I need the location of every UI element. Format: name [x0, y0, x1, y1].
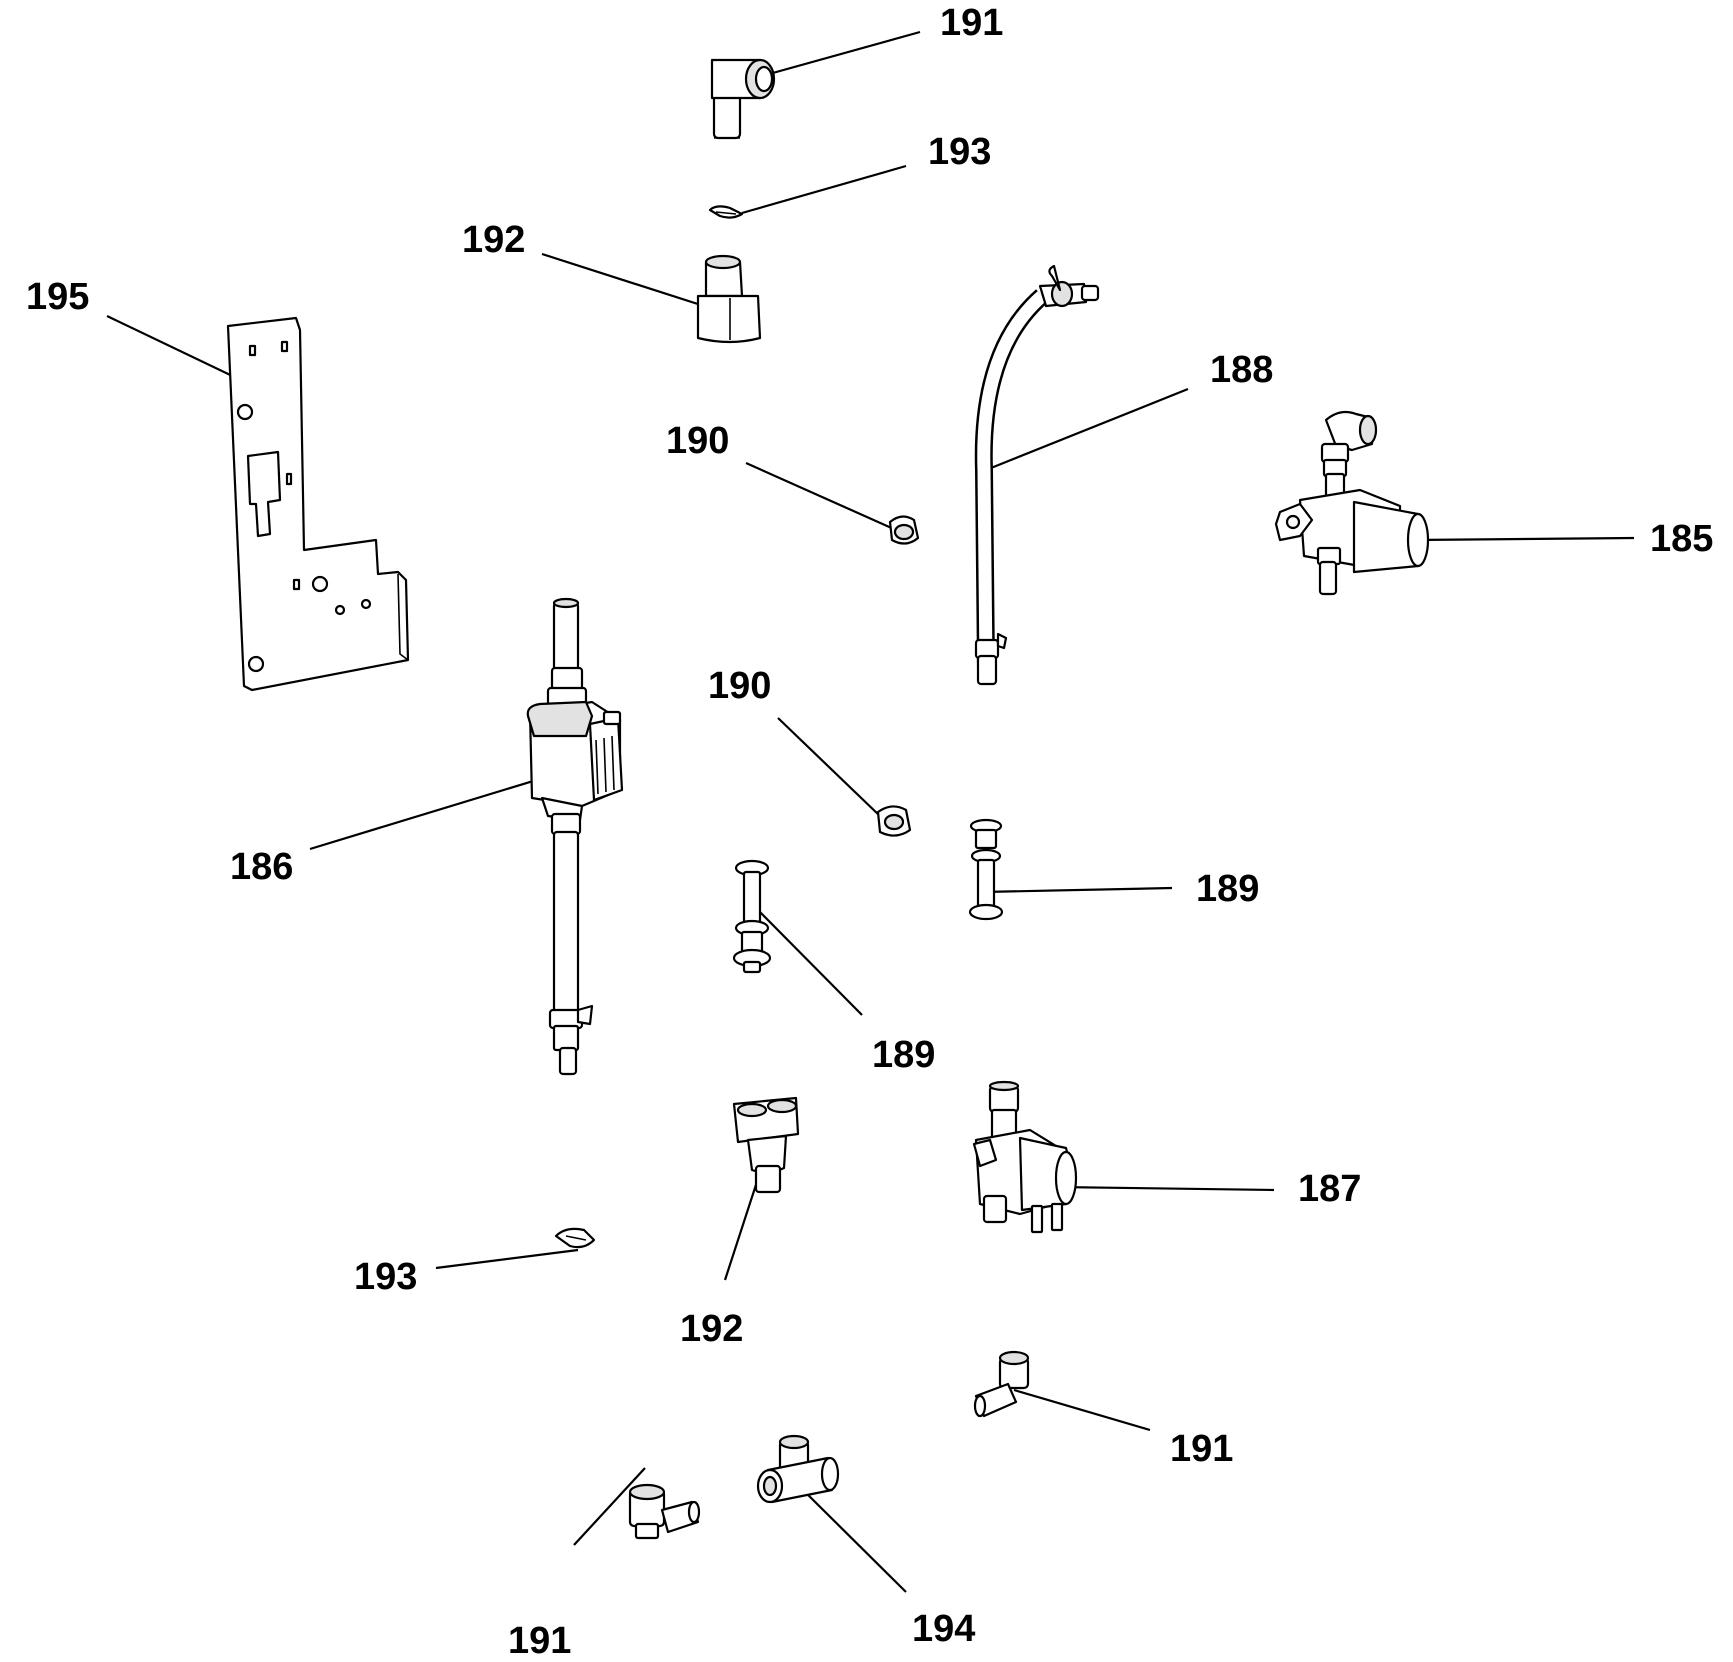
leader-193-bottom	[435, 1248, 579, 1270]
callout-186: 186	[230, 846, 294, 888]
part-192-top-tee-connector	[696, 254, 762, 344]
callout-192-bottom: 192	[680, 1308, 744, 1350]
part-191-top-elbow-fitting	[710, 58, 776, 140]
leader-191-top	[761, 30, 921, 78]
part-190-mid-cap-nut	[876, 805, 912, 837]
part-193-bottom-clip	[554, 1227, 596, 1249]
leader-190-mid	[777, 717, 882, 818]
callout-195: 195	[26, 276, 90, 318]
callout-188: 188	[1210, 349, 1274, 391]
leader-lines	[106, 30, 1635, 1593]
part-186-pump-assembly	[526, 597, 624, 1076]
leader-190-top	[745, 461, 897, 532]
leader-191-bottom	[573, 1467, 646, 1546]
part-188-hose	[974, 264, 1100, 686]
part-194-tee-fitting	[756, 1434, 840, 1504]
part-190-top-cap-nut	[888, 515, 920, 545]
callout-189-right: 189	[1196, 868, 1260, 910]
callout-190-mid: 190	[708, 665, 772, 707]
leader-189-right	[982, 886, 1173, 894]
callout-191-bottom: 191	[508, 1620, 572, 1662]
callout-191-right: 191	[1170, 1428, 1234, 1470]
leader-194	[799, 1486, 907, 1593]
leader-185	[1413, 536, 1635, 542]
part-189-left-spacer-pin	[732, 859, 772, 974]
part-191-bottom-elbow-fitting	[628, 1483, 701, 1540]
part-191-right-elbow-fitting	[973, 1350, 1030, 1418]
callout-193-top: 193	[928, 131, 992, 173]
leader-189-left	[759, 911, 863, 1016]
leader-188	[985, 387, 1189, 472]
callout-192-top: 192	[462, 219, 526, 261]
callout-190-top: 190	[666, 420, 730, 462]
callout-187: 187	[1298, 1168, 1362, 1210]
leader-193-top	[741, 164, 907, 215]
callout-193-bottom: 193	[354, 1256, 418, 1298]
callout-189-left: 189	[872, 1034, 936, 1076]
leader-191-right	[1013, 1388, 1151, 1432]
callout-185: 185	[1650, 518, 1714, 560]
part-195-mounting-bracket	[226, 316, 410, 692]
part-193-top-clip	[708, 205, 744, 219]
callout-191-top: 191	[940, 2, 1004, 44]
part-185-valve-assembly	[1274, 410, 1430, 596]
leader-187	[1055, 1185, 1275, 1192]
leader-186	[309, 773, 554, 851]
callout-194: 194	[912, 1608, 976, 1650]
part-187-solenoid-valve	[972, 1080, 1078, 1234]
part-189-right-spacer-pin	[968, 818, 1004, 921]
part-192-bottom-tee-connector	[732, 1096, 800, 1194]
